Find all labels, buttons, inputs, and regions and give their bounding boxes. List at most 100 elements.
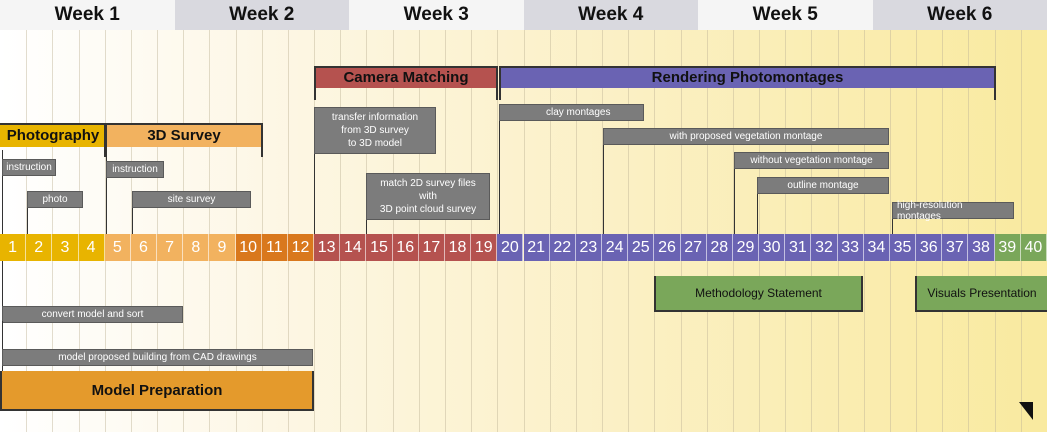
grid-line [261,30,263,432]
week-label: Week 2 [174,0,349,30]
task-high-resolution: high-resolution montages [892,200,1014,222]
grid-line [418,30,420,432]
phase-model-preparation: Model Preparation [0,371,314,411]
week-label: Week 4 [523,0,698,30]
grid-line [78,30,80,432]
grid-line [889,30,891,432]
day-cell: 29 [732,234,760,261]
day-cell: 26 [654,234,681,261]
task-without-vegetation: without vegetation montage [734,152,889,169]
task-stem [757,188,758,234]
logo-mark-icon [1019,402,1033,420]
task-stem [132,200,133,234]
grid-line [183,30,185,432]
grid-line [732,30,734,432]
photography-bracket [0,123,106,157]
day-cell: 27 [680,234,707,261]
task-stem [892,212,893,234]
day-cell: 37 [942,234,969,261]
day-cell: 19 [471,234,498,261]
day-cell: 16 [392,234,419,261]
day-cell: 30 [759,234,786,261]
day-cell: 5 [104,234,131,261]
grid-line [785,30,787,432]
day-cell: 39 [994,234,1021,261]
task-line: to 3D model [348,138,402,149]
day-cell: 13 [314,234,341,261]
day-cell: 25 [628,234,655,261]
methodology-label: Methodology Statement [695,286,822,300]
day-cell: 9 [209,234,236,261]
task-photo: photo [27,191,83,208]
task-stem [499,110,500,234]
grid-line [130,30,132,432]
day-cell: 2 [26,234,53,261]
grid-line [575,30,577,432]
task-outline-montage: outline montage [757,177,889,194]
day-cell: 32 [811,234,838,261]
day-cell: 33 [837,234,864,261]
day-cell: 6 [130,234,158,261]
rendering-bracket [499,66,996,100]
day-cell: 1 [0,234,27,261]
week-label: Week 5 [698,0,873,30]
phase-3d-survey: 3D Survey [105,123,263,147]
task-stem [106,150,107,234]
day-cell: 34 [863,234,890,261]
day-cell: 38 [968,234,995,261]
task-stem [314,150,315,234]
phase-photography: Photography [0,123,106,147]
task-line: transfer information [331,112,419,123]
task-instruction-1: instruction [2,159,56,176]
day-cell: 12 [287,234,315,261]
day-cell: 40 [1020,234,1047,261]
day-cell: 8 [183,234,210,261]
grid-line [916,30,918,432]
day-cell: 10 [235,234,262,261]
model-preparation-label: Model Preparation [91,381,223,399]
grid-line [968,30,970,432]
grid-line [523,30,525,432]
grid-line [52,30,54,432]
task-line: from 3D survey [341,125,409,136]
phase-camera-matching: Camera Matching [314,66,498,88]
grid-line [497,30,499,432]
task-with-vegetation: with proposed vegetation montage [603,128,889,145]
week-label: Week 1 [0,0,175,30]
day-cell: 14 [340,234,367,261]
day-cell: 21 [523,234,550,261]
task-clay-montages: clay montages [499,104,644,121]
day-cell: 23 [575,234,603,261]
task-stem [2,150,3,234]
task-site-survey: site survey [132,191,251,208]
week-label: Week 3 [349,0,524,30]
day-cell: 3 [52,234,79,261]
grid-line [602,30,604,432]
phase-rendering-photomontages: Rendering Photomontages [499,66,996,88]
visuals-label: Visuals Presentation [927,286,1037,300]
task-stem [734,165,735,234]
grid-line [340,30,342,432]
grid-line [549,30,551,432]
day-cell: 36 [916,234,943,261]
grid-line [235,30,237,432]
grid-line [994,30,996,432]
day-cell: 31 [785,234,812,261]
week-label: Week 6 [872,0,1047,30]
survey-bracket [105,123,263,157]
day-cell: 7 [157,234,184,261]
day-cell: 4 [78,234,105,261]
grid-line [706,30,708,432]
day-cell: 18 [444,234,472,261]
day-cell: 22 [549,234,576,261]
grid-line [26,30,28,432]
phase-visuals-presentation: Visuals Presentation [915,276,1047,312]
day-cell: 28 [706,234,733,261]
camera-bracket [314,66,498,100]
grid-line [654,30,656,432]
grid-line [104,30,106,432]
grid-line [680,30,682,432]
grid-line [1020,30,1022,432]
grid-line [628,30,630,432]
